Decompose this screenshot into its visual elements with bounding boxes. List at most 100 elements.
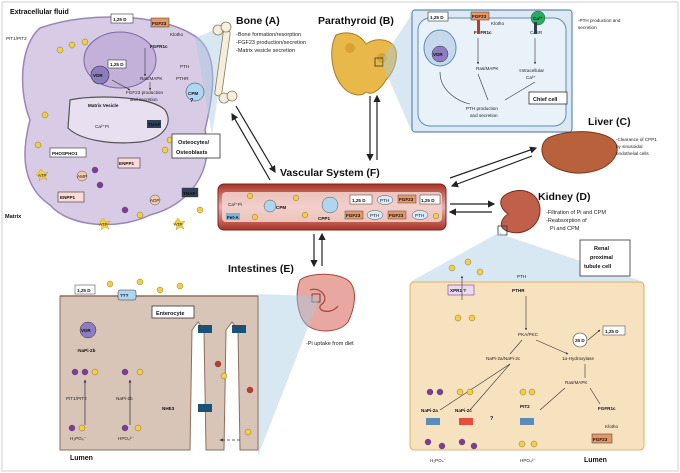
klotho-bone: Klotho: [170, 32, 183, 37]
cpm-vessel: CPM: [276, 205, 286, 210]
liver-panel: Liver (C) -Clearance of CPP1 by sinusoid…: [541, 116, 657, 174]
lumen-ent: Lumen: [70, 455, 93, 462]
bone-line-3: -Matrix vesicle secretion: [236, 48, 295, 54]
renal-label-3: tubule cell: [584, 264, 612, 270]
enterocyte-label: Enterocyte: [156, 311, 184, 317]
pthr-bone: PTHR: [176, 76, 189, 81]
napi2b-ent: NaPi-2b: [116, 396, 133, 401]
fgf23-prod-1: FGF23 production: [126, 90, 163, 95]
svg-text:ADP: ADP: [150, 198, 159, 203]
cpp1-vessel: CPP1: [318, 216, 330, 221]
hpo4-ent: HPO₄²⁻: [118, 436, 134, 441]
para-note-2: secretion: [578, 25, 597, 30]
pth-vessel-1: PTH: [380, 198, 389, 203]
klotho-para: Klotho: [491, 21, 504, 26]
pth-vessel-2: PTH: [370, 213, 379, 218]
renal-cell-body: [409, 281, 645, 451]
liver-line-3: endothelial cells: [616, 151, 649, 156]
pth-prod-2: and secretion: [470, 113, 498, 118]
kidney-panel: Kidney (D) -Filtration of Pi and CPM -Re…: [497, 190, 606, 236]
cpm-bone: CPM: [188, 91, 198, 96]
osteocytes-label-1: Osteocytes/: [178, 140, 210, 146]
intestines-note: -Pi uptake from diet: [306, 341, 354, 347]
intestine-panel: Intestines (E) -Pi uptake from diet: [228, 263, 355, 456]
liver-icon: [541, 131, 618, 174]
ras-bone: Ras/MAPK: [140, 76, 163, 81]
pth-bone: PTH: [180, 64, 189, 69]
matrix-label: Matrix: [5, 214, 22, 220]
h2po4-ent: H₂PO₄⁻: [70, 436, 87, 441]
fgf23-vessel-3: FGF23: [389, 213, 404, 218]
vdr-icon: [90, 65, 110, 85]
intracell-2: Ca²⁺: [526, 75, 536, 80]
capi-bone: Ca²⁺Pi: [95, 124, 109, 129]
d125-vessel-1: 1,25 D: [352, 198, 366, 203]
liver-line-1: -Clearance of CPP1: [616, 137, 657, 142]
pi-dots-vessel: [247, 193, 439, 220]
svg-text:ATP: ATP: [38, 173, 47, 178]
fgfr-renal: FGFR1c: [598, 406, 616, 411]
matrix-vesicle: [67, 96, 169, 144]
kidney-title: Kidney (D): [538, 191, 591, 203]
renal-label-1: Renal: [594, 246, 609, 252]
enterocyte-panel: Enterocyte 1,25 D VDR ↑NaPi-2b ??? PIT1/…: [59, 278, 259, 462]
vdr-ent: VDR: [81, 328, 91, 333]
napi2b-up: ↑NaPi-2b: [76, 348, 96, 353]
para-note-1: -PTH production and: [578, 18, 621, 23]
d125-renal: 1,25 D: [605, 329, 619, 334]
pit2-label: PIT2: [520, 404, 530, 409]
lumen-renal: Lumen: [584, 457, 607, 464]
napi2a2c: NaPi-2a/NaPi-2c: [486, 356, 521, 361]
parathyroid-gland-icon: [331, 32, 397, 96]
pit-ent: PIT1/PIT2: [66, 396, 87, 401]
feta-vessel: Fet-A: [227, 215, 239, 220]
svg-text:AMP: AMP: [77, 174, 87, 179]
nucleotide-markers: ATP AMP ATP ADP ATP: [35, 168, 186, 231]
bone-title: Bone (A): [236, 15, 280, 27]
enpp1-inner: ENPP1: [119, 161, 135, 166]
nhe3-label: NHE3: [162, 406, 175, 411]
matrix-vesicle-label: Matrix Vesicle: [88, 103, 119, 108]
d125-bone-in: 1,25 D: [110, 62, 124, 67]
q-bone: ?: [190, 98, 194, 104]
vascular-title: Vascular System (F): [280, 167, 380, 179]
d125-para: 1,25 D: [430, 15, 444, 20]
extracellular-label: Extracellular fluid: [10, 9, 69, 16]
fgf23-prod-2: and secretion: [130, 97, 158, 102]
fgfr-bone: FGFR1c: [150, 44, 168, 49]
bone-line-2: -FGF23 production/secretion: [236, 40, 306, 46]
d125-ent: 1,25 D: [77, 288, 91, 293]
svg-text:ATP: ATP: [99, 222, 108, 227]
fgfr-para: FGFR1c: [474, 30, 492, 35]
ca-para: Ca²⁺: [533, 16, 543, 21]
q3-label: ???: [120, 293, 129, 298]
klotho-renal: Klotho: [605, 424, 618, 429]
kidney-line-1: -Filtration of Pi and CPM: [546, 210, 606, 216]
parathyroid-title: Parathyroid (B): [318, 15, 394, 27]
vdr-label-bone: VDR: [93, 73, 103, 78]
osteocytes-label-2: Osteoblasts: [176, 150, 207, 156]
d125-bone: 1,25 D: [113, 17, 127, 22]
napi2a-label: NaPi-2a: [421, 408, 438, 413]
enpp1-outer: ENPP1: [60, 195, 76, 200]
hydroxylase: 1α-Hydroxylase: [562, 356, 594, 361]
bone-callout: Bone (A) -Bone formation/resorption -FGF…: [195, 15, 306, 135]
fgf23-vessel-1: FGF23: [399, 197, 414, 202]
fgf23-bone: FGF23: [152, 21, 167, 26]
connection-arrows: [231, 94, 538, 268]
bone-icon: [212, 21, 238, 104]
pthr-renal: PTHR: [512, 288, 525, 293]
tnap-inner: TNAP: [148, 122, 161, 127]
pi-dots-renal: [424, 258, 538, 450]
ras-para: Ras/MAPK: [476, 66, 499, 71]
kidney-line-2: -Reabsorption of: [546, 218, 587, 224]
pth-prod-1: PTH production: [466, 106, 498, 111]
renal-pathway-lines: [439, 275, 601, 411]
fgf23-renal: FGF23: [593, 437, 608, 442]
q-renal: ?: [490, 416, 494, 422]
parathyroid-panel: Parathyroid (B) 1,25 D VDR FGF23 Klotho …: [318, 9, 621, 133]
capi-vessel: Ca²⁺Pi: [228, 202, 242, 207]
pth-vessel-3: PTH: [415, 213, 424, 218]
